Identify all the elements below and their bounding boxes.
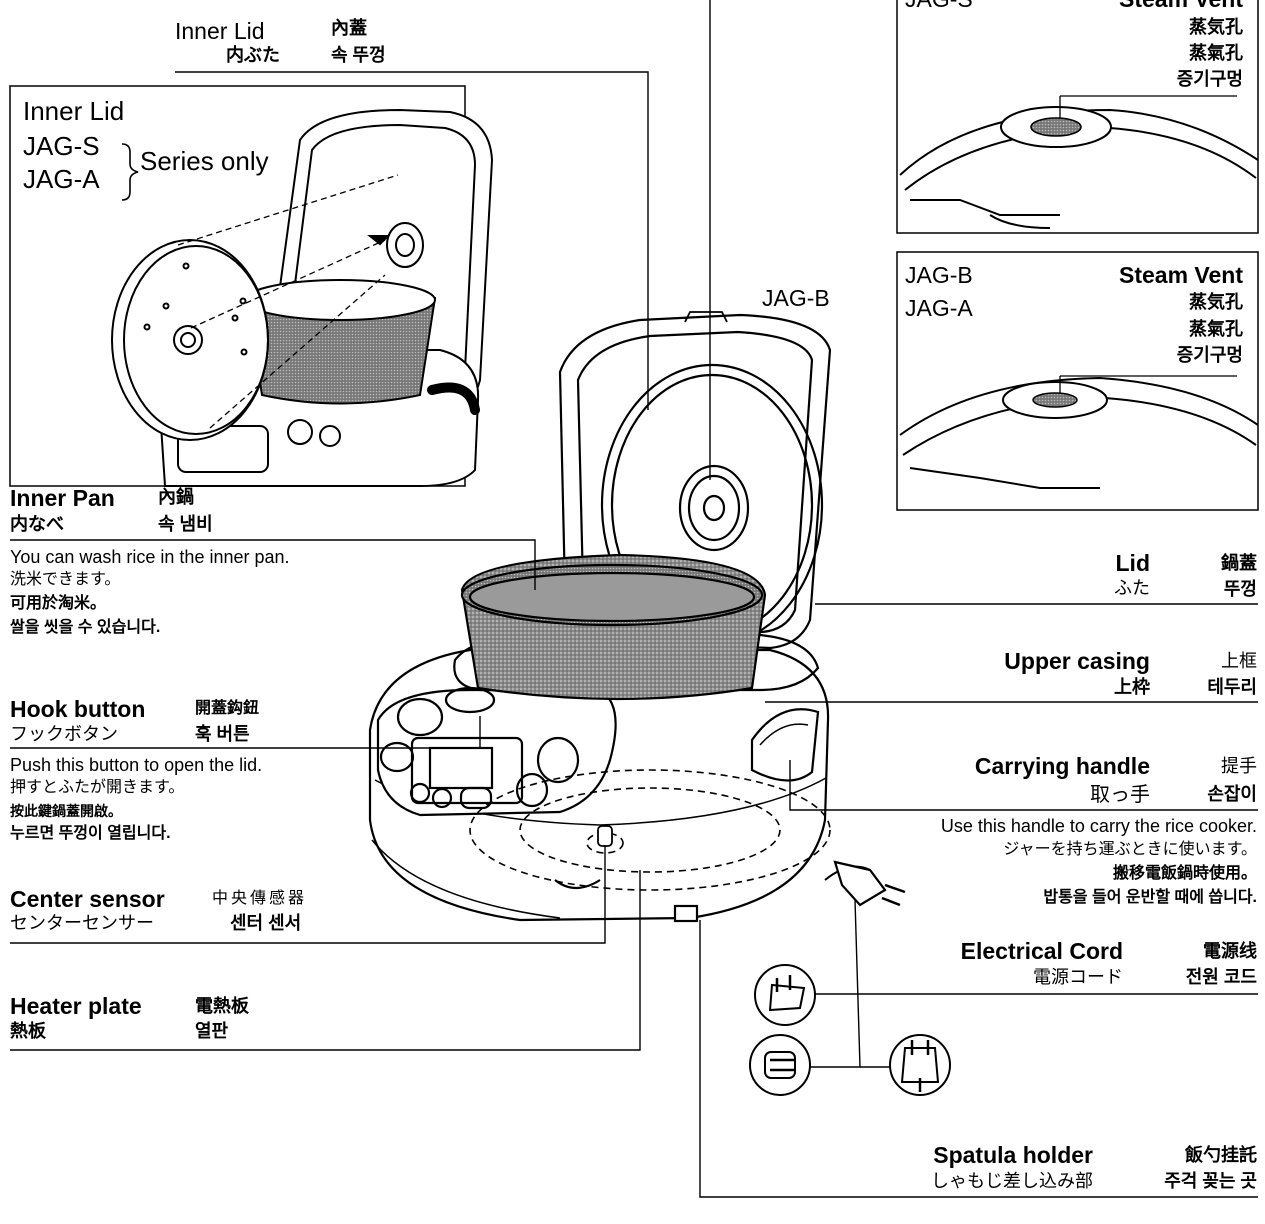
vent-inset-title: Steam Vent	[1119, 262, 1243, 288]
main-model-label: JAG-B	[762, 285, 830, 311]
inner-pan-desc-zh: 可用於淘米。	[10, 595, 107, 612]
heater-plate-label: Heater plate	[10, 993, 142, 1019]
inset-steam-vent-top	[896, 0, 1259, 234]
upper-casing-label: Upper casing	[1004, 648, 1150, 674]
carrying-handle-label: Carrying handle	[974, 753, 1150, 779]
inner-lid-label-ja: 内ぶた	[226, 45, 280, 65]
electrical-cord-ja: 電源コード	[1033, 967, 1123, 987]
inset-steam-vent	[896, 251, 1259, 511]
spatula-holder-ko: 주걱 꽂는 곳	[1164, 1171, 1257, 1191]
electrical-cord-zh: 電源线	[1203, 941, 1257, 961]
inner-pan-desc-ko: 쌀을 씻을 수 있습니다.	[10, 619, 161, 636]
center-sensor-label: Center sensor	[10, 886, 165, 912]
vent-inset-model-1: JAG-B	[905, 262, 973, 288]
carrying-handle-desc-ja: ジャーを持ち運ぶときに使います。	[1003, 841, 1257, 858]
hook-button-desc-en: Push this button to open the lid.	[10, 755, 263, 775]
top-inset-ko: 증기구멍	[1176, 69, 1243, 89]
inner-lid-label: Inner Lid	[175, 18, 265, 44]
hook-button-desc-zh: 按此鍵鍋蓋開啟。	[10, 803, 122, 819]
inset-inner-lid-drawing	[111, 108, 494, 487]
vent-inset-zh: 蒸氣孔	[1189, 319, 1243, 339]
hook-button-ko: 훅 버튼	[195, 724, 250, 744]
spatula-holder-zh: 飯勺挂託	[1185, 1145, 1257, 1165]
inset-inner-lid-title: Inner Lid	[23, 96, 125, 126]
top-inset-zh: 蒸氣孔	[1189, 43, 1243, 63]
top-inset-model: JAG-S	[905, 0, 973, 11]
hook-button-desc-ko: 누르면 뚜껑이 열립니다.	[10, 825, 171, 842]
center-sensor-ko: 센터 센서	[230, 913, 302, 933]
inner-pan-ko: 속 냄비	[158, 514, 213, 534]
upper-casing-zh: 上框	[1221, 651, 1257, 671]
lid-ko: 뚜껑	[1223, 579, 1257, 599]
inner-pan-zh: 內鍋	[158, 487, 194, 507]
inset-model-jag-s: JAG-S	[23, 131, 100, 161]
carrying-handle-zh: 提手	[1221, 756, 1257, 776]
center-sensor-zh: 中央傳感器	[212, 890, 308, 907]
vent-inset-model-2: JAG-A	[905, 295, 973, 321]
inner-pan-desc-en: You can wash rice in the inner pan.	[10, 547, 290, 567]
top-inset-zh-jp: 蒸気孔	[1189, 17, 1243, 37]
electrical-cord-label: Electrical Cord	[960, 938, 1123, 964]
lid-label: Lid	[1115, 550, 1151, 576]
carrying-handle-desc-ko: 밥통을 들어 운반할 때에 씁니다.	[1043, 889, 1257, 906]
hook-button-desc-ja: 押すとふたが開きます。	[10, 779, 185, 796]
electrical-cord-ko: 전원 코드	[1185, 967, 1257, 987]
inner-pan-ja: 内なべ	[10, 514, 64, 534]
inner-lid-label-ko: 속 뚜껑	[331, 45, 386, 65]
carrying-handle-desc-zh: 搬移電飯鍋時使用。	[1112, 865, 1257, 882]
hook-button-zh: 開蓋鈎鈕	[195, 700, 260, 717]
inner-pan-desc-ja: 洗米できます。	[10, 571, 121, 588]
top-inset-title: Steam Vent	[1119, 0, 1243, 11]
upper-casing-ko: 테두리	[1207, 677, 1257, 697]
spatula-holder-label: Spatula holder	[933, 1142, 1093, 1168]
inner-lid-label-zh: 內蓋	[331, 18, 367, 38]
inset-series-only: Series only	[140, 146, 269, 176]
carrying-handle-ko: 손잡이	[1207, 784, 1257, 804]
carrying-handle-ja: 取っ手	[1090, 784, 1150, 806]
main-rice-cooker	[368, 311, 906, 923]
upper-casing-ja: 上枠	[1114, 677, 1150, 697]
lid-zh: 鍋蓋	[1221, 553, 1257, 573]
carrying-handle-desc-en: Use this handle to carry the rice cooker…	[940, 816, 1257, 836]
vent-inset-zh-jp: 蒸気孔	[1189, 292, 1243, 312]
inner-pan-label: Inner Pan	[10, 485, 115, 511]
center-sensor-ja: センターセンサー	[10, 913, 154, 933]
plug-types	[749, 964, 951, 1096]
spatula-holder-ja: しゃもじ差し込み部	[931, 1171, 1093, 1191]
heater-plate-ko: 열판	[195, 1021, 229, 1041]
lid-ja: ふた	[1114, 578, 1150, 598]
inset-model-jag-a: JAG-A	[23, 164, 100, 194]
hook-button-ja: フックボタン	[10, 724, 118, 744]
heater-plate-zh: 電熱板	[195, 996, 249, 1016]
vent-inset-ko: 증기구멍	[1176, 345, 1243, 365]
leader-lines	[10, 0, 1258, 1198]
heater-plate-ja: 熱板	[10, 1021, 46, 1041]
hook-button-label: Hook button	[10, 696, 146, 722]
